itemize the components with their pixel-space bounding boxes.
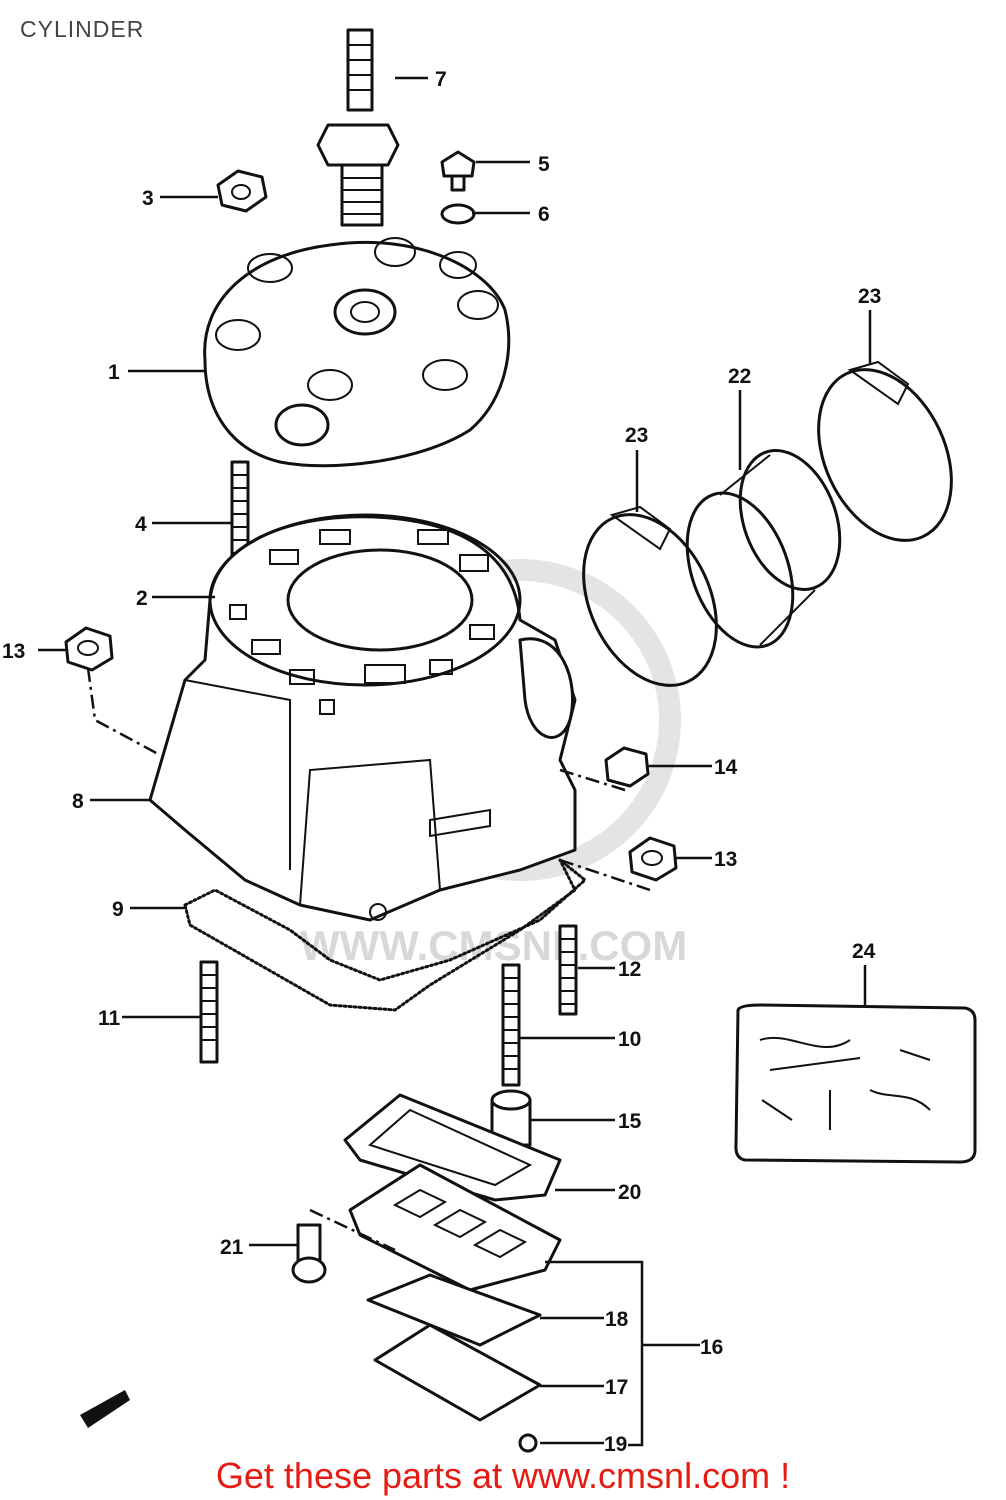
intake-clamp-front[interactable] — [558, 493, 743, 707]
callout-19: 19 — [604, 1433, 627, 1456]
callout-24: 24 — [852, 940, 876, 963]
intake-screw[interactable] — [291, 1223, 327, 1284]
cylinder-stud-10[interactable] — [501, 963, 521, 1087]
callout-16: 16 — [700, 1336, 723, 1359]
spark-plug[interactable] — [316, 28, 400, 227]
cylinder-nut-right[interactable] — [628, 836, 678, 882]
callout-21: 21 — [220, 1236, 244, 1259]
callout-1: 1 — [108, 361, 120, 384]
callout-23-rear: 23 — [858, 285, 881, 308]
head-nut[interactable] — [216, 169, 268, 213]
cylinder-head[interactable] — [203, 237, 511, 468]
head-bolt[interactable] — [440, 150, 476, 192]
washer[interactable] — [440, 203, 476, 225]
callout-20: 20 — [618, 1181, 641, 1204]
cylinder-stud-11[interactable] — [199, 960, 219, 1064]
gasket-set[interactable] — [734, 1003, 977, 1164]
callout-9: 9 — [112, 898, 124, 921]
callout-15: 15 — [618, 1110, 642, 1133]
reed-gasket[interactable] — [343, 1093, 562, 1202]
callout-11: 11 — [98, 1007, 121, 1030]
callout-6: 6 — [538, 203, 550, 226]
exhaust-nut[interactable] — [604, 746, 650, 788]
callout-17: 17 — [605, 1376, 628, 1399]
intake-clamp-rear[interactable] — [793, 348, 978, 562]
page-title: CYLINDER — [20, 16, 145, 42]
reed-stopper[interactable] — [366, 1273, 542, 1347]
intake-pipe[interactable] — [668, 437, 858, 662]
callout-10: 10 — [618, 1028, 641, 1051]
callout-3: 3 — [142, 187, 154, 210]
callout-14: 14 — [714, 756, 738, 779]
cylinder-nut-left[interactable] — [64, 626, 114, 672]
callout-7: 7 — [435, 68, 447, 91]
callout-12: 12 — [618, 958, 641, 981]
reed-plate[interactable] — [373, 1323, 542, 1422]
callout-5: 5 — [538, 153, 550, 176]
footer-link[interactable]: Get these parts at www.cmsnl.com ! — [215, 1455, 791, 1496]
front-arrow-icon — [80, 1390, 130, 1428]
reed-valve-assembly[interactable] — [348, 1163, 562, 1292]
callout-4: 4 — [135, 513, 147, 536]
reed-screw[interactable] — [518, 1433, 538, 1453]
callout-13-left: 13 — [2, 640, 25, 663]
callout-2: 2 — [136, 587, 148, 610]
callout-18: 18 — [605, 1308, 629, 1331]
cylinder-stud-12[interactable] — [558, 924, 578, 1016]
callout-13-right: 13 — [714, 848, 737, 871]
callout-23-front: 23 — [625, 424, 648, 447]
callout-22: 22 — [728, 365, 751, 388]
cylinder-block[interactable] — [148, 513, 577, 922]
callout-8: 8 — [72, 790, 84, 813]
